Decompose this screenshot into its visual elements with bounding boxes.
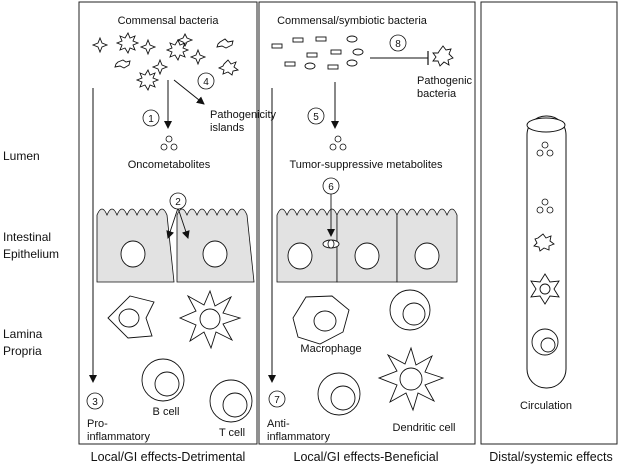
macrophage-label: Macrophage — [300, 343, 361, 355]
circulating-metabolites-icon — [536, 141, 554, 214]
step-1-number: 1 — [148, 114, 154, 125]
epithelial-nucleus — [120, 240, 146, 268]
circulating-lymphocyte-nucleus — [540, 337, 556, 353]
step-5-circle — [307, 107, 325, 125]
pathogenic-bacteria-icon — [432, 45, 454, 67]
step-4-circle — [197, 72, 215, 90]
epithelial-nucleus — [202, 240, 228, 268]
step-6-number: 6 — [328, 182, 334, 193]
step-3-circle — [86, 392, 104, 410]
anti-inflammatory-label-2: inflammatory — [267, 431, 330, 443]
lumen-label: Lumen — [3, 149, 40, 163]
pro-inflammatory-label-1: Pro- — [87, 418, 108, 430]
panel-beneficial-frame — [258, 1, 476, 445]
pathogenicity-arrow — [173, 79, 205, 105]
detrimental-footer: Local/GI effects-Detrimental — [91, 450, 246, 464]
beneficial-footer: Local/GI effects-Beneficial — [294, 450, 439, 464]
step-7-number: 7 — [274, 395, 280, 406]
t-cell-nucleus — [222, 392, 248, 418]
dendritic-cell-nucleus — [399, 367, 423, 391]
bacteria-cluster-icon — [91, 31, 240, 92]
dendritic-cell-label: Dendritic cell — [393, 422, 456, 434]
step-4-number: 4 — [203, 77, 209, 88]
t-cell-label: T cell — [219, 427, 245, 439]
pathogenic-bacteria-label-1: Pathogenic — [417, 75, 473, 87]
lymphocyte-nucleus — [402, 302, 426, 326]
b-cell-nucleus — [154, 371, 180, 397]
panel-systemic-frame — [480, 1, 618, 445]
dendritic-cell-nucleus — [199, 308, 221, 330]
systemic-footer: Distal/systemic effects — [489, 450, 612, 464]
epithelium-cells-detrimental — [96, 208, 255, 283]
panel-detrimental: Commensal bacteria 1 4 Pathogenicity isl… — [86, 15, 277, 464]
panel-beneficial: Commensal/symbiotic bacteria 8 Pathogeni… — [267, 15, 473, 464]
anti-inflammatory-label-1: Anti- — [267, 418, 290, 430]
step-1-circle — [142, 109, 160, 127]
epithelial-nucleus — [354, 242, 380, 270]
panel-systemic: Circulation Distal/systemic effects — [489, 115, 613, 464]
epithelium-arrow-right — [177, 207, 190, 239]
circulating-immune-nucleus — [539, 283, 551, 295]
pathogenic-bacteria-label-2: bacteria — [417, 88, 457, 100]
macrophage-nucleus — [313, 310, 337, 332]
tumor-suppressive-molecules-icon — [329, 135, 347, 151]
epithelium-arrow-left — [166, 207, 179, 239]
oncometabolite-molecules-icon — [160, 135, 178, 151]
immune-cell-nucleus — [118, 308, 140, 328]
lamina-label-1: Lamina — [3, 327, 43, 341]
step-2-number: 2 — [175, 197, 181, 208]
epithelial-nucleus — [287, 242, 313, 270]
step-8-number: 8 — [395, 39, 401, 50]
epithelium-label-1: Intestinal — [3, 230, 51, 244]
receptor-core-icon — [327, 239, 335, 249]
step-3-number: 3 — [92, 397, 98, 408]
panel-detrimental-frame — [78, 1, 258, 445]
step-2-circle — [169, 192, 187, 210]
lymphocyte-nucleus — [330, 385, 356, 411]
b-cell-label: B cell — [153, 406, 180, 418]
pathogenicity-label-1: Pathogenicity — [210, 109, 277, 121]
oncometabolites-label: Oncometabolites — [128, 159, 211, 171]
symbiotic-bacteria-icon — [271, 35, 364, 70]
circulating-bacteria-icon — [533, 233, 555, 252]
vessel-opening-icon — [526, 117, 566, 133]
step-6-circle — [322, 177, 340, 195]
step-8-circle — [389, 34, 407, 52]
epithelium-label-2: Epithelium — [3, 247, 59, 261]
epithelial-nucleus — [414, 242, 440, 270]
commensal-bacteria-label: Commensal bacteria — [118, 15, 220, 27]
step-7-circle — [268, 390, 286, 408]
tumor-suppressive-label: Tumor-suppressive metabolites — [289, 159, 443, 171]
row-labels: Lumen Intestinal Epithelium Lamina Propr… — [3, 149, 59, 358]
lamina-label-2: Propria — [3, 344, 42, 358]
step-5-number: 5 — [313, 112, 319, 123]
circulation-label: Circulation — [520, 400, 572, 412]
pathogenicity-label-2: islands — [210, 122, 245, 134]
blood-vessel-icon — [526, 115, 567, 389]
commensal-symbiotic-label: Commensal/symbiotic bacteria — [277, 15, 428, 27]
pro-inflammatory-label-2: inflammatory — [87, 431, 150, 443]
